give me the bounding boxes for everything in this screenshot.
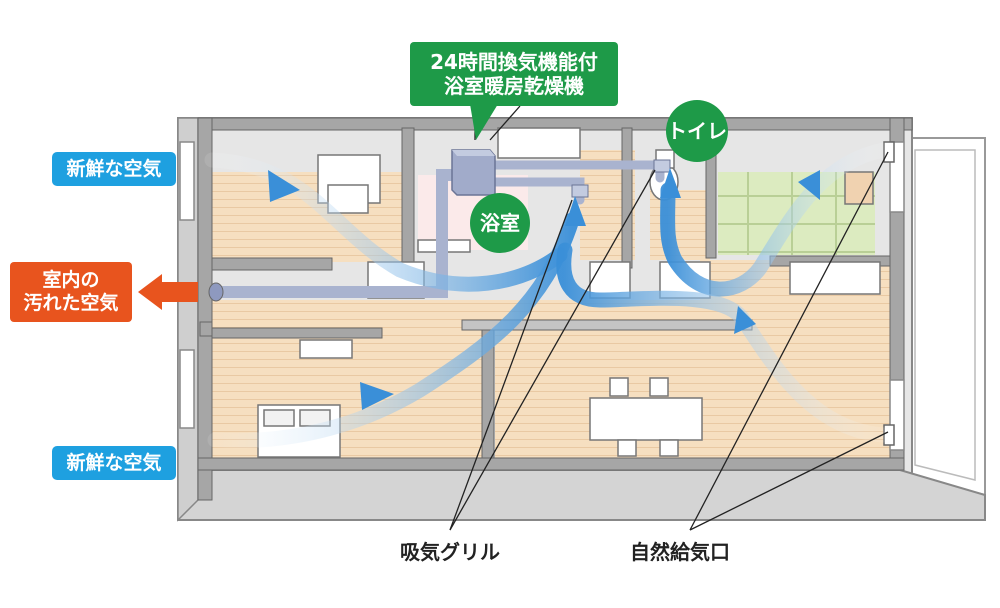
fresh-air-label-top: 新鮮な空気 (52, 152, 176, 186)
flow-arrowhead-3 (798, 170, 820, 200)
left-windows (179, 141, 905, 451)
natural-inlet-label: 自然給気口 (630, 540, 730, 564)
toilet-grille (653, 159, 671, 173)
flow-arrowhead-2 (360, 382, 394, 410)
fan-unit-label: 24時間換気機能付 浴室暖房乾燥機 (410, 42, 618, 106)
callout-lines (449, 105, 889, 531)
exhaust-outlet (208, 282, 224, 302)
dirty-air-line1: 室内の (42, 269, 100, 292)
flow-arrowhead-bath (565, 196, 586, 226)
balcony (904, 137, 986, 497)
flow-arrowhead-toilet (660, 168, 681, 198)
toilet-label: トイレ (666, 100, 728, 162)
dirty-air-line2: 汚れた空気 (23, 292, 119, 314)
fresh-air-label-bottom: 新鮮な空気 (52, 446, 176, 480)
flow-arrowhead-4 (734, 306, 756, 334)
fan-unit-line1: 24時間換気機能付 (430, 50, 598, 74)
flow-top-left (204, 152, 568, 292)
fan-callout-tail (470, 104, 498, 140)
flow-bottom-right (556, 242, 892, 443)
exhaust-arrow (138, 274, 198, 310)
bathroom-label: 浴室 (470, 193, 530, 253)
bath-grille (571, 184, 589, 198)
intake-grille-label: 吸気グリル (400, 540, 500, 564)
dirty-air-label: 室内の 汚れた空気 (10, 262, 132, 322)
ventilation-unit (451, 149, 496, 196)
fan-unit-line2: 浴室暖房乾燥機 (444, 74, 584, 98)
flow-arrowhead-1 (268, 170, 300, 202)
